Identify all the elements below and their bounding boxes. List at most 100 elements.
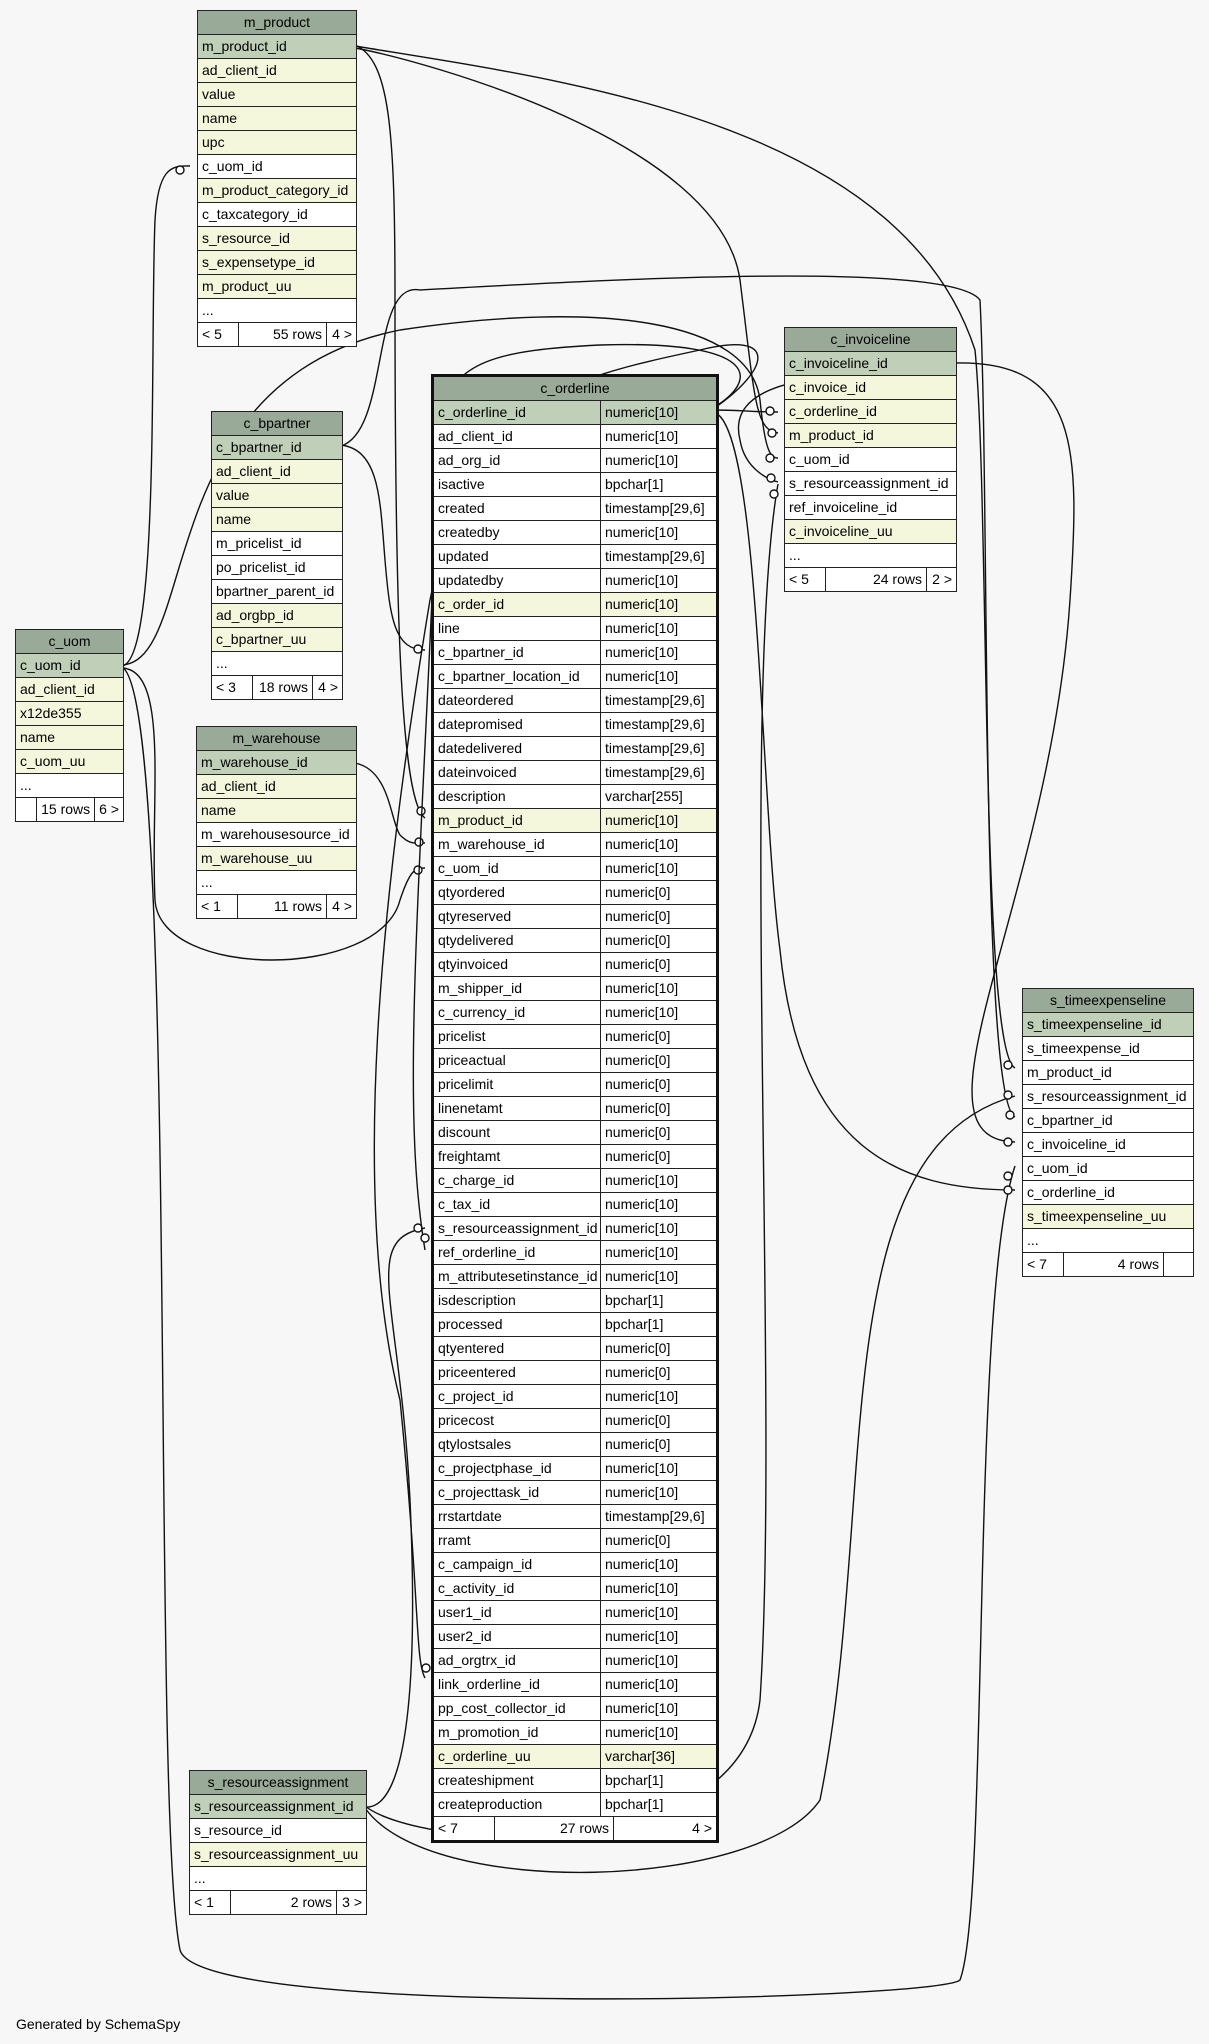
column-row[interactable]: name: [212, 508, 342, 532]
column-row[interactable]: ...: [16, 774, 123, 798]
column-row[interactable]: bpartner_parent_id: [212, 580, 342, 604]
column-row[interactable]: ...: [198, 299, 356, 323]
column-row[interactable]: s_resourceassignment_id: [1023, 1085, 1193, 1109]
column-row[interactable]: ad_client_id: [16, 678, 123, 702]
column-row[interactable]: upc: [198, 131, 356, 155]
column-row[interactable]: s_resourceassignment_id: [785, 472, 956, 496]
column-row[interactable]: s_expensetype_id: [198, 251, 356, 275]
column-row[interactable]: value: [212, 484, 342, 508]
column-row[interactable]: ...: [190, 1867, 366, 1891]
column-row[interactable]: ...: [197, 871, 356, 895]
column-row[interactable]: s_resourceassignment_id: [190, 1795, 366, 1819]
column-row[interactable]: po_pricelist_id: [212, 556, 342, 580]
column-row[interactable]: s_resource_id: [190, 1819, 366, 1843]
column-row[interactable]: c_invoiceline_id: [785, 352, 956, 376]
column-row[interactable]: ad_orgbp_id: [212, 604, 342, 628]
column-row[interactable]: s_timeexpenseline_uu: [1023, 1205, 1193, 1229]
column-row[interactable]: c_uom_id: [785, 448, 956, 472]
column-row[interactable]: ad_client_id: [197, 775, 356, 799]
column-row[interactable]: m_product_category_id: [198, 179, 356, 203]
column-row[interactable]: m_product_id: [198, 35, 356, 59]
column-row[interactable]: s_resourceassignment_uu: [190, 1843, 366, 1867]
column-row[interactable]: c_orderline_id: [785, 400, 956, 424]
column-row[interactable]: ad_client_id: [198, 59, 356, 83]
column-row[interactable]: c_invoice_id: [785, 376, 956, 400]
column-row[interactable]: c_bpartner_id: [1023, 1109, 1193, 1133]
column-row[interactable]: s_resource_id: [198, 227, 356, 251]
column-row[interactable]: m_product_id: [1023, 1061, 1193, 1085]
column-row[interactable]: c_bpartner_uu: [212, 628, 342, 652]
column-row[interactable]: c_invoiceline_uu: [785, 520, 956, 544]
column-row[interactable]: m_warehouse_uu: [197, 847, 356, 871]
column-row[interactable]: ...: [212, 652, 342, 676]
column-row[interactable]: name: [16, 726, 123, 750]
column-row[interactable]: m_warehousesource_id: [197, 823, 356, 847]
column-row[interactable]: c_uom_uu: [16, 750, 123, 774]
column-row[interactable]: c_uom_id: [16, 654, 123, 678]
column-row[interactable]: s_timeexpense_id: [1023, 1037, 1193, 1061]
column-row[interactable]: c_orderline_id: [1023, 1181, 1193, 1205]
column-row[interactable]: c_bpartner_id: [212, 436, 342, 460]
column-row[interactable]: m_warehouse_id: [197, 751, 356, 775]
column-row[interactable]: m_product_id: [785, 424, 956, 448]
column-row[interactable]: x12de355: [16, 702, 123, 726]
column-row[interactable]: c_taxcategory_id: [198, 203, 356, 227]
column-row[interactable]: ...: [1023, 1229, 1193, 1253]
column-row[interactable]: m_pricelist_id: [212, 532, 342, 556]
column-row[interactable]: c_uom_id: [198, 155, 356, 179]
